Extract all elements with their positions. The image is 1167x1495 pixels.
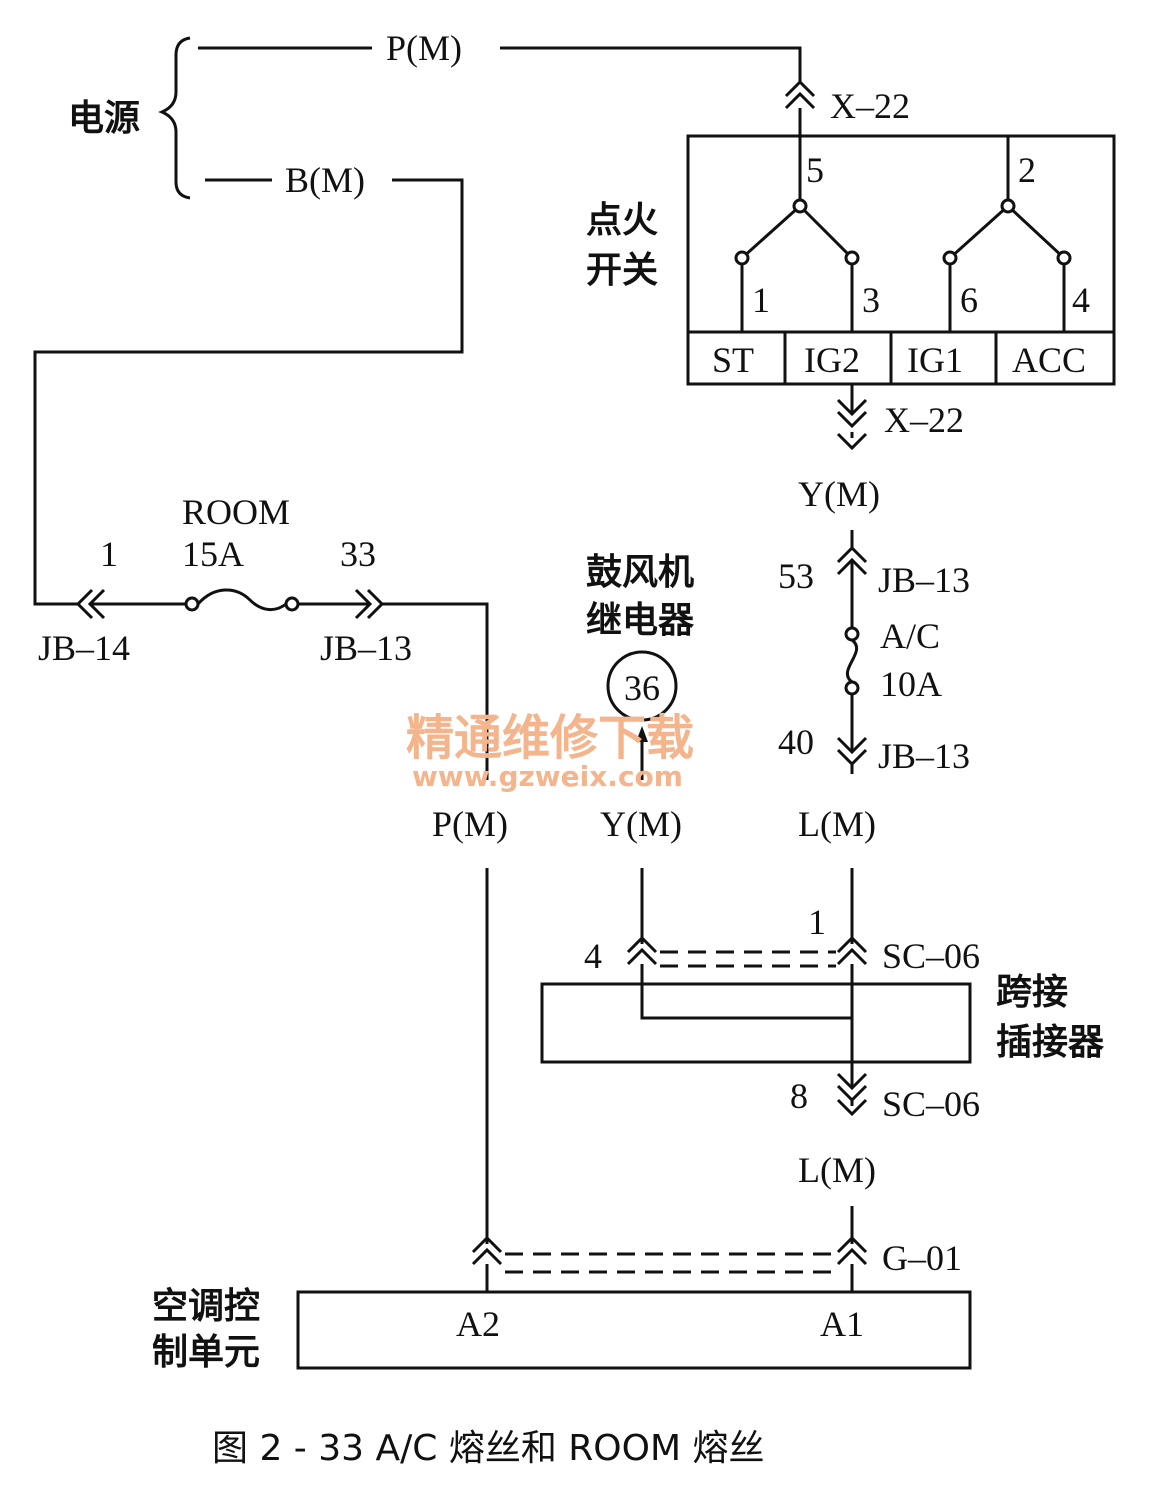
power-brace: [158, 36, 191, 200]
room-fuse-rating: 15A: [182, 534, 244, 574]
wire-b-run: [33, 178, 464, 606]
room-fuse-pin-left: 1: [100, 534, 118, 574]
jumper-label-2: 插接器: [996, 1022, 1105, 1063]
ac-fuse-rating: 10A: [880, 664, 942, 704]
wire-p-down: [382, 602, 489, 780]
switch-contact-1: [734, 250, 750, 266]
ignition-switch-label-1: 点火: [586, 200, 658, 241]
ac-fuse-pin-out: 40: [778, 722, 814, 762]
x22-top-chevron-a: [784, 79, 816, 98]
wire-label-p-top: P(M): [386, 28, 462, 68]
jumper-conn-bottom: SC–06: [882, 1084, 980, 1124]
room-fuse-pin-right: 33: [340, 534, 376, 574]
ac-fuse-conn-out: JB–13: [878, 736, 970, 776]
pin-1-label: 1: [752, 280, 770, 320]
ac-fuse-element: [845, 638, 859, 684]
jumper-bridge: [640, 964, 852, 1020]
room-fuse-conn-left: JB–14: [38, 628, 130, 668]
position-acc: ACC: [1012, 340, 1086, 380]
ac-fuse-name: A/C: [880, 616, 940, 656]
jumper-pin-1: 1: [808, 902, 826, 942]
ac-control-unit-box: [296, 1290, 972, 1370]
ac-fuse-conn-in: JB–13: [878, 560, 970, 600]
wire-label-y-top: Y(M): [798, 474, 880, 514]
wire-label-y-mid: Y(M): [600, 804, 682, 844]
room-fuse-name: ROOM: [182, 492, 290, 532]
wire-label-l-bottom: L(M): [798, 1150, 876, 1190]
ac-unit-pin-a1: A1: [820, 1304, 864, 1344]
wire-label-p-mid: P(M): [432, 804, 508, 844]
jumper-connector-box: [540, 982, 972, 1064]
figure-caption: 图 2 - 33 A/C 熔丝和 ROOM 熔丝: [212, 1428, 764, 1469]
switch-pivot-2: [1000, 198, 1016, 214]
blower-relay-ref: 36: [624, 668, 660, 708]
ignition-switch-box: [686, 134, 1116, 386]
pin-3-label: 3: [862, 280, 880, 320]
ac-unit-label-2: 制单元: [152, 1332, 260, 1373]
ac-unit-label-1: 空调控: [152, 1286, 260, 1327]
room-fuse-element: [196, 588, 287, 611]
ac-unit-conn: G–01: [882, 1238, 962, 1278]
jumper-pin-8: 8: [790, 1076, 808, 1116]
jumper-conn-top: SC–06: [882, 936, 980, 976]
switch-contact-3: [844, 250, 860, 266]
ac-unit-pin-a2: A2: [456, 1304, 500, 1344]
jumper-pin-4: 4: [584, 936, 602, 976]
blower-relay-label-2: 继电器: [586, 600, 695, 641]
pin-6-label: 6: [960, 280, 978, 320]
power-label: 电源: [68, 98, 140, 139]
x22-top-label: X–22: [830, 86, 910, 126]
switch-contact-6: [942, 250, 958, 266]
x22-bottom-label: X–22: [884, 400, 964, 440]
ignition-switch-label-2: 开关: [586, 250, 658, 291]
pin-2-label: 2: [1018, 150, 1036, 190]
wire-p-top-right: [500, 46, 802, 82]
position-ig1: IG1: [907, 340, 963, 380]
blower-relay-arrow: [636, 726, 648, 742]
ac-fuse-terminal-top: [844, 626, 860, 642]
switch-contact-4: [1056, 250, 1072, 266]
room-fuse-conn-right: JB–13: [320, 628, 412, 668]
watermark-cn: 精通维修下载: [406, 710, 694, 766]
wire-label-b: B(M): [285, 160, 365, 200]
room-fuse-terminal-left: [184, 596, 200, 612]
room-fuse-terminal-right: [284, 596, 300, 612]
blower-relay-label-1: 鼓风机: [586, 552, 694, 593]
watermark-url: www.gzweix.com: [412, 760, 683, 793]
position-st: ST: [712, 340, 754, 380]
jumper-label-1: 跨接: [996, 972, 1068, 1013]
ac-fuse-pin-in: 53: [778, 556, 814, 596]
position-ig2: IG2: [804, 340, 860, 380]
pin-5-label: 5: [806, 150, 824, 190]
switch-pivot-5: [792, 198, 808, 214]
blower-relay-ref-circle: [606, 650, 678, 722]
wire-label-l-mid: L(M): [798, 804, 876, 844]
pin-4-label: 4: [1072, 280, 1090, 320]
x22-top-chevron-b: [784, 91, 816, 110]
ac-fuse-terminal-bottom: [844, 680, 860, 696]
